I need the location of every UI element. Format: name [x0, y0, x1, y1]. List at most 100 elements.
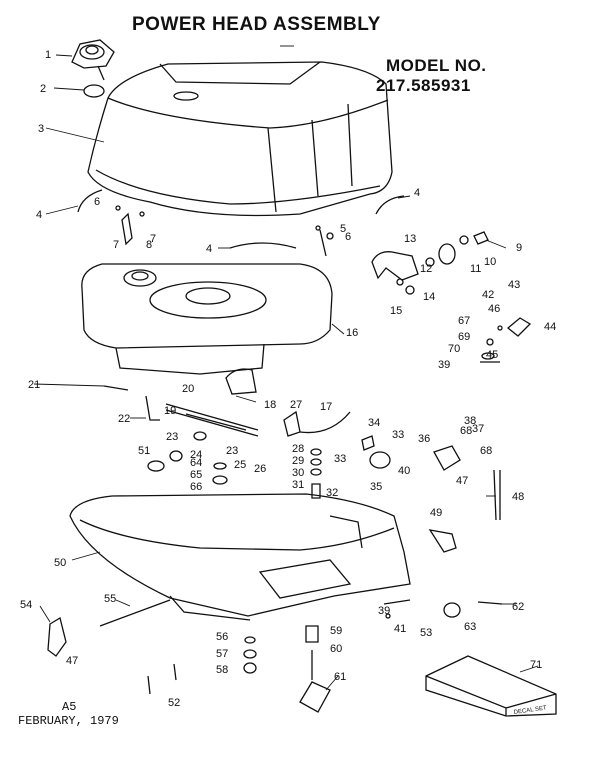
part-number-label: 24: [190, 449, 202, 461]
part-number-label: 53: [420, 627, 432, 639]
part-number-label: 28: [292, 443, 304, 455]
part-number-label: 42: [482, 289, 494, 301]
part-41-drawing: [385, 613, 391, 619]
part-number-label: 30: [292, 467, 304, 479]
part-number-label: 35: [370, 481, 382, 493]
part-screw-14-drawing: [396, 278, 404, 286]
part-number-label: 68: [460, 425, 472, 437]
part-number-label: 47: [456, 475, 468, 487]
part-number-label: 31: [292, 479, 304, 491]
part-number-label: 29: [292, 455, 304, 467]
part-number-label: 43: [508, 279, 520, 291]
part-linkage-right-drawing: [480, 317, 532, 363]
part-number-label: 71: [530, 659, 542, 671]
part-number-label: 37: [472, 423, 484, 435]
part-number-label: 23: [166, 431, 178, 443]
part-number-label: 6: [94, 196, 100, 208]
part-number-label: 44: [544, 321, 556, 333]
part-number-label: 21: [28, 379, 40, 391]
part-number-label: 60: [330, 643, 342, 655]
part-number-label: 55: [104, 593, 116, 605]
footer-date: FEBRUARY, 1979: [18, 714, 119, 728]
part-number-label: 17: [320, 401, 332, 413]
part-rod-55-drawing: [99, 599, 171, 627]
part-number-label: 22: [118, 413, 130, 425]
part-rod-48-drawing: [493, 469, 497, 521]
part-number-label: 6: [345, 231, 351, 243]
part-washer-66-drawing: [212, 475, 228, 485]
part-rod-19-drawing: [185, 413, 247, 431]
part-63-drawing: [443, 602, 461, 618]
part-59-drawing: [305, 625, 319, 643]
model-number: 217.585931: [376, 76, 471, 95]
part-number-label: 50: [54, 557, 66, 569]
model-label: MODEL NO.: [386, 56, 487, 75]
part-number-label: 23: [226, 445, 238, 457]
part-number-label: 45: [486, 349, 498, 361]
part-61-drawing: [299, 681, 331, 713]
part-number-label: 61: [334, 671, 346, 683]
diagram-title: POWER HEAD ASSEMBLY: [132, 14, 381, 35]
part-screw-52-drawing: [147, 675, 151, 695]
part-hose-17-drawing: [299, 411, 351, 434]
part-36-drawing: [433, 445, 461, 471]
part-number-label: 63: [464, 621, 476, 633]
part-30-drawing: [310, 468, 322, 476]
part-number-label: 15: [390, 305, 402, 317]
part-number-label: 36: [418, 433, 430, 445]
part-number-label: 58: [216, 664, 228, 676]
part-washer-12-drawing: [425, 257, 435, 267]
part-number-label: 38: [464, 415, 476, 427]
part-number-label: 25: [234, 459, 246, 471]
part-clip-9-drawing: [473, 231, 489, 245]
part-34-drawing: [361, 435, 375, 451]
part-pulley-11-drawing: [438, 243, 456, 265]
part-number-label: 13: [404, 233, 416, 245]
part-decal-set-drawing: [425, 655, 557, 717]
part-screw-24-drawing: [193, 431, 207, 441]
part-number-label: 4: [36, 209, 42, 221]
part-seal-front-drawing: [229, 242, 297, 249]
part-number-label: 51: [138, 445, 150, 457]
part-number-label: 14: [423, 291, 435, 303]
part-number-label: 1: [45, 49, 51, 61]
part-49-drawing: [428, 529, 457, 553]
part-number-label: 39: [378, 605, 390, 617]
part-number-label: 59: [330, 625, 342, 637]
part-29-drawing: [310, 458, 322, 466]
part-number-label: 18: [264, 399, 276, 411]
part-number-label: 49: [430, 507, 442, 519]
part-56-drawing: [244, 636, 256, 644]
part-number-label: 40: [398, 465, 410, 477]
part-washer-15-drawing: [405, 285, 415, 295]
part-shaft-18-drawing: [165, 403, 259, 431]
part-number-label: 33: [392, 429, 404, 441]
part-number-label: 4: [414, 187, 420, 199]
decal-box-label: DECAL SET: [513, 705, 547, 716]
part-bracket-22-drawing: [145, 395, 160, 421]
part-lower-pan-drawing: [69, 493, 411, 621]
leader-lines: [33, 45, 539, 691]
part-number-label: 70: [448, 343, 460, 355]
part-number-label: 39: [438, 359, 450, 371]
part-number-label: 11: [470, 263, 481, 275]
part-number-label: 68: [480, 445, 492, 457]
part-number-label: 64: [190, 457, 202, 469]
part-seal-right-drawing: [375, 195, 405, 215]
part-nut-10-drawing: [459, 235, 469, 245]
part-engine-housing-drawing: [81, 263, 333, 395]
part-number-label: 26: [254, 463, 266, 475]
part-number-label: 69: [458, 331, 470, 343]
part-number-label: 62: [512, 601, 524, 613]
part-number-label: 67: [458, 315, 470, 327]
part-31-drawing: [311, 483, 321, 499]
part-number-label: 4: [206, 243, 212, 255]
part-washer-65-drawing: [213, 462, 227, 470]
part-57-drawing: [243, 649, 257, 659]
part-plug-51-drawing: [147, 460, 165, 472]
part-54-drawing: [47, 616, 67, 657]
part-seal-left-drawing: [77, 189, 103, 213]
